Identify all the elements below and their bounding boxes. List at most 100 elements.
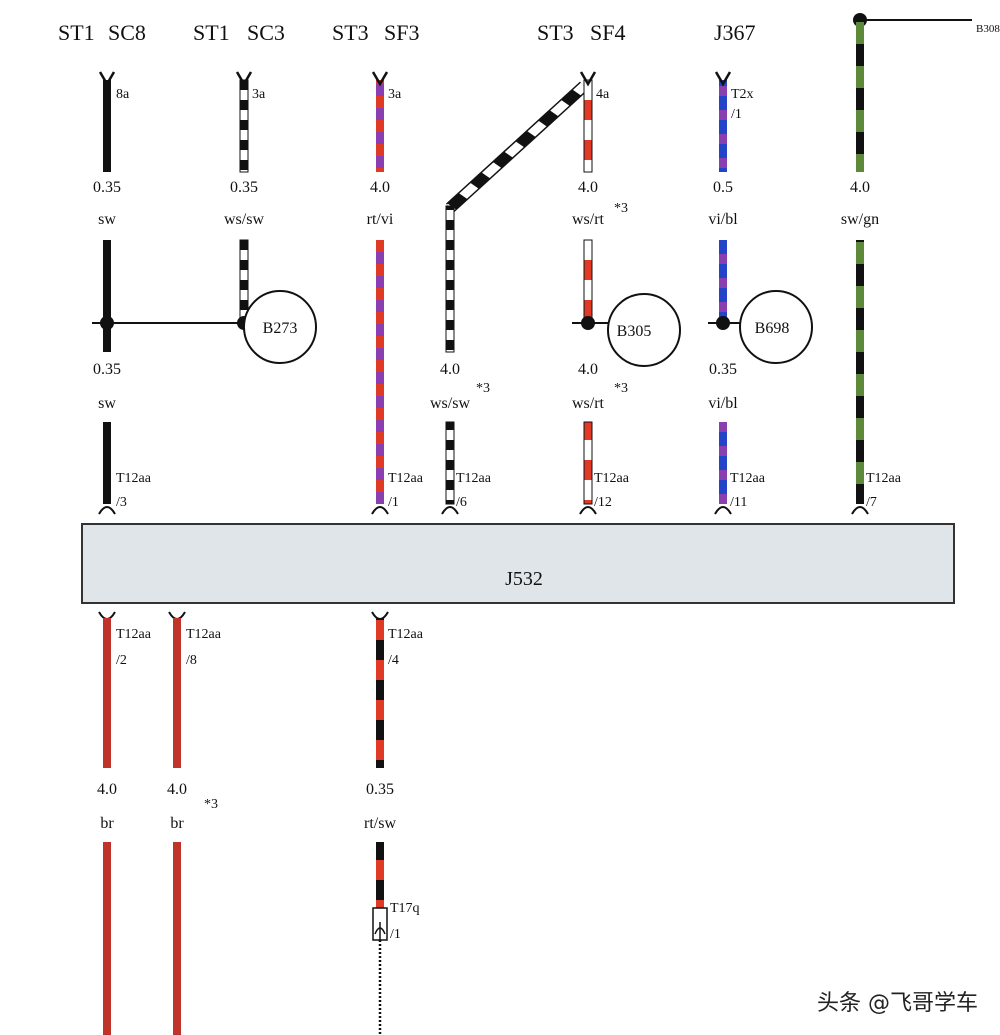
connector-mark-t12aa-6 [441, 506, 459, 515]
wire-segment-ws-rt-lower [583, 421, 593, 505]
note-star-w9: *3 [614, 381, 628, 396]
pin-arrow-t2x [714, 71, 732, 87]
wire-segment-rt-sw-lower [376, 842, 384, 908]
pin-arrow-4a [579, 71, 597, 87]
node-b273-label: B273 [263, 320, 298, 337]
pin-label-t12aa-3: T12aa [116, 471, 152, 486]
label-j367: J367 [714, 20, 756, 45]
node-b273 [243, 290, 317, 364]
wire-size-w10: 0.35 [709, 361, 737, 378]
label-st1-sc8-left: ST1 [58, 20, 95, 45]
wire-color-w6: sw/gn [841, 211, 879, 228]
wire-size-w6: 4.0 [850, 179, 870, 196]
connector-mark-t12aa-11 [714, 506, 732, 515]
label-b308-edge: B308 [976, 23, 1000, 35]
pin-label-t12aa-8: T12aa [186, 627, 222, 642]
wire-segment-sw-lower [103, 422, 111, 504]
label-sc8: SC8 [108, 20, 146, 45]
wire-segment-sw-upper [103, 80, 111, 172]
watermark-text: 头条 @飞哥学车 [817, 991, 978, 1016]
wire-segment-ws-rt-upper [583, 79, 593, 173]
node-b698-label: B698 [755, 320, 790, 337]
wire-color-w3: rt/vi [367, 211, 394, 228]
wire-color-w8: ws/sw [430, 395, 470, 412]
splice-dot-b305 [581, 316, 595, 330]
pin-label-t17q: T17q [390, 901, 420, 916]
pin-label-8a: 8a [116, 87, 130, 102]
connector-mark-t12aa-3 [98, 506, 116, 515]
label-st3-sf4-left: ST3 [537, 20, 574, 45]
pin-label-t12aa-4: T12aa [388, 627, 424, 642]
wire-segment-sw-gn-upper [856, 20, 864, 172]
wire-size-w5: 0.5 [713, 179, 733, 196]
wire-color-w10: vi/bl [708, 395, 738, 412]
wire-size-w2: 0.35 [230, 179, 258, 196]
pin-label-3a-sc3: 3a [252, 87, 266, 102]
wire-segment-ws-sw-lower [239, 239, 249, 324]
wire-color-w11: br [100, 815, 114, 832]
pin-label-t12aa-3-number: /3 [116, 495, 127, 510]
wire-diagonal-ws-sw [446, 82, 588, 212]
connector-mark-t12aa-8 [168, 611, 186, 620]
wire-segment-ws-rt-middle [583, 239, 593, 324]
pin-label-t12aa-6: T12aa [456, 471, 492, 486]
wire-size-w3: 4.0 [370, 179, 390, 196]
node-b305-label: B305 [617, 323, 652, 340]
wire-size-w11: 4.0 [97, 781, 117, 798]
pin-label-t12aa-12: T12aa [594, 471, 630, 486]
connector-mark-t12aa-2 [98, 611, 116, 620]
wire-segment-vi-bl-upper [719, 80, 727, 172]
splice-dot-b698 [716, 316, 730, 330]
pin-arrow-3a-sf3 [371, 71, 389, 87]
wire-segment-br-2-lower [173, 842, 181, 1035]
pin-arrow-3a-sc3 [235, 71, 253, 87]
label-sc3: SC3 [247, 20, 285, 45]
wire-segment-br-2-upper [173, 618, 181, 768]
pin-label-t12aa-6-number: /6 [456, 495, 467, 510]
pin-label-t12aa-1-number: /1 [388, 495, 399, 510]
pin-label-t12aa-7-number: /7 [866, 495, 877, 510]
wire-segment-vi-bl-middle [719, 240, 727, 323]
wire-segment-vi-bl-lower [719, 422, 727, 504]
pin-label-t12aa-4-number: /4 [388, 653, 399, 668]
wire-size-w8: 4.0 [440, 361, 460, 378]
splice-dot-b273-left [100, 316, 114, 330]
pin-label-t12aa-11: T12aa [730, 471, 766, 486]
label-st1-sc3-left: ST1 [193, 20, 230, 45]
pin-label-4a: 4a [596, 87, 610, 102]
wire-segment-rt-sw-upper [376, 618, 384, 768]
wire-color-w12: br [170, 815, 184, 832]
note-star-w8: *3 [476, 381, 490, 396]
wire-color-w7: sw [98, 395, 116, 412]
pin-label-t12aa-8-number: /8 [186, 653, 197, 668]
module-j532-label: J532 [505, 568, 543, 590]
wire-size-w4: 4.0 [578, 179, 598, 196]
wire-segment-rt-vi-lower [376, 240, 384, 504]
wire-size-w9: 4.0 [578, 361, 598, 378]
wire-segment-ws-sw-branch-lower [445, 421, 455, 505]
node-b698 [739, 290, 813, 364]
label-sf4: SF4 [590, 20, 625, 45]
wire-color-w4: ws/rt [572, 211, 605, 228]
wire-size-w12: 4.0 [167, 781, 187, 798]
wire-color-w2: ws/sw [224, 211, 264, 228]
note-star-w12: *3 [204, 797, 218, 812]
pin-label-t12aa-1: T12aa [388, 471, 424, 486]
wire-segment-br-1-upper [103, 618, 111, 768]
wire-segment-rt-vi-upper [376, 80, 384, 172]
connector-mark-t12aa-7 [851, 506, 869, 515]
pin-label-t12aa-11-number: /11 [730, 495, 747, 510]
wire-color-w5: vi/bl [708, 211, 738, 228]
wire-color-w1: sw [98, 211, 116, 228]
pin-label-t2x: T2x [731, 87, 754, 102]
connector-mark-t12aa-12 [579, 506, 597, 515]
node-b305 [607, 293, 681, 367]
wire-segment-ws-sw-upper [239, 79, 249, 173]
connector-mark-t12aa-4 [371, 611, 389, 620]
pin-label-3a-sf3: 3a [388, 87, 402, 102]
connector-mark-t12aa-1 [371, 506, 389, 515]
pin-label-t12aa-2: T12aa [116, 627, 152, 642]
wire-segment-sw-gn-lower [856, 240, 864, 504]
